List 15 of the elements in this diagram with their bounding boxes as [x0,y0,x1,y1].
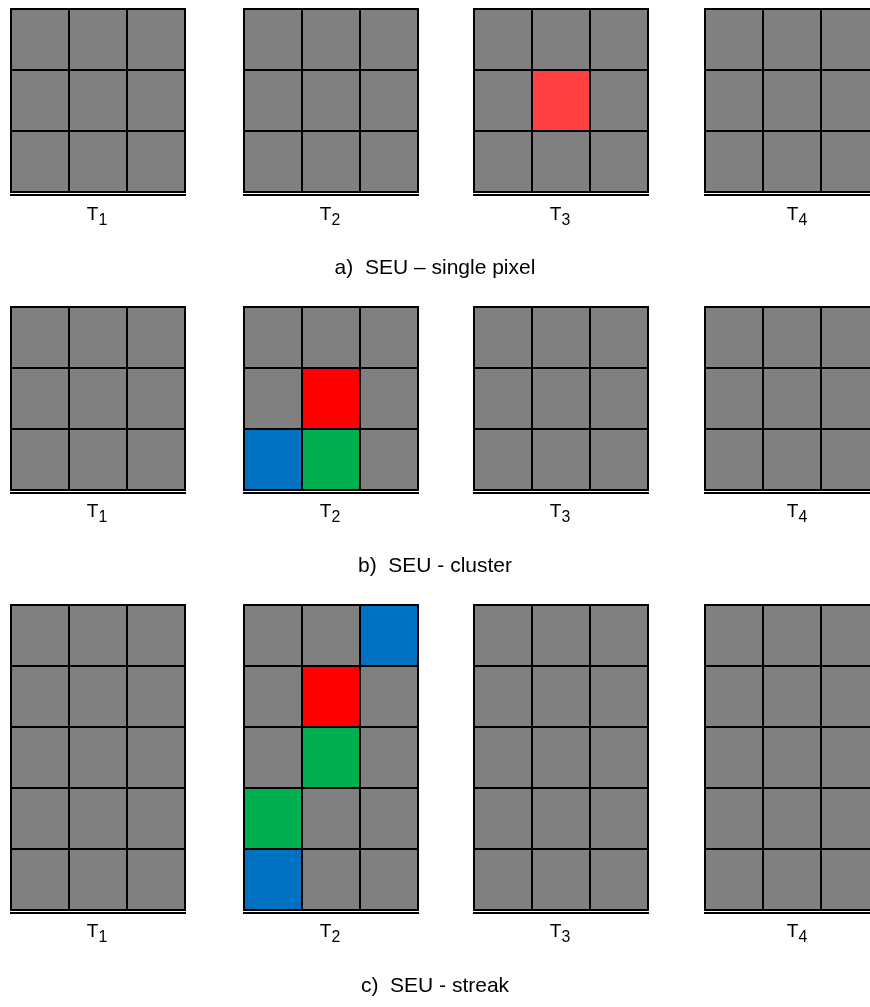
time-step-label: T$_{4}$ [786,500,808,526]
time-step-label: T$_{4}$ [786,920,808,946]
time-step-label: T$_{2}$ [319,500,341,526]
time-step-label: T$_{1}$ [86,920,108,946]
panel-caption: c) SEU - streak [360,973,510,997]
panel-caption: a) SEU – single pixel [334,255,536,279]
panel-caption: b) SEU - cluster [358,553,512,577]
time-step-label: T$_{1}$ [86,500,108,526]
time-step-label: T$_{3}$ [549,500,571,526]
time-step-label: T$_{4}$ [786,203,808,229]
time-step-label: T$_{2}$ [319,203,341,229]
time-step-label: T$_{1}$ [86,203,108,229]
time-step-label: T$_{3}$ [549,920,571,946]
time-step-label: T$_{2}$ [319,920,341,946]
time-step-label: T$_{3}$ [549,203,571,229]
